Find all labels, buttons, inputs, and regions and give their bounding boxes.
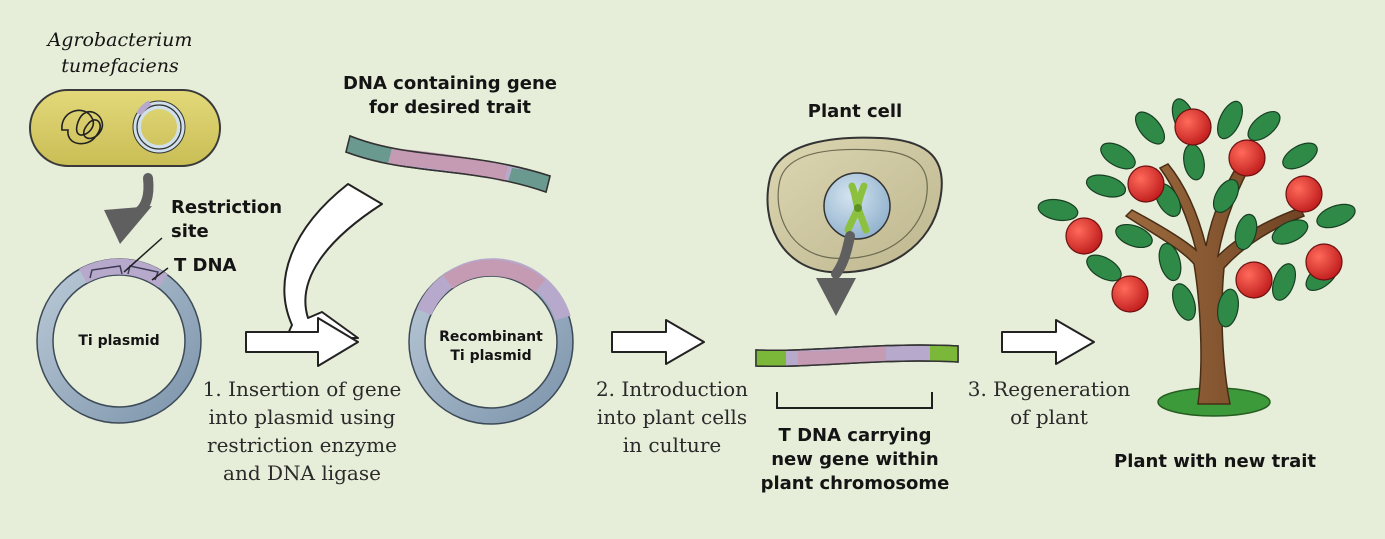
recombinant-plasmid-ring xyxy=(408,258,574,425)
agrobacterium-label: Agrobacterium tumefaciens xyxy=(47,29,193,77)
bracket xyxy=(776,392,933,409)
curved-insert-arrow-icon xyxy=(283,183,383,339)
down-arrow-icon xyxy=(104,173,154,244)
tree-trunk xyxy=(1124,148,1306,405)
dna-gene-label: DNA containing gene for desired trait xyxy=(342,73,558,118)
nucleus-arrow-icon xyxy=(816,231,856,316)
step-1-text: 1. Insertion of gene into plasmid using … xyxy=(202,377,402,485)
bacterial-chromosome-icon xyxy=(61,109,103,145)
leaf-icons xyxy=(1037,98,1356,328)
apple-icons xyxy=(1065,108,1343,313)
step-2-text: 2. Introduction into plant cells in cult… xyxy=(595,377,749,457)
recombinant-plasmid-label: Recombinant Ti plasmid xyxy=(439,329,543,364)
gene-dna-strip xyxy=(345,134,551,193)
step-3-text: 3. Regeneration of plant xyxy=(967,377,1131,429)
t-dna-pointer xyxy=(151,267,169,281)
plant-new-trait-label: Plant with new trait xyxy=(1114,451,1316,472)
restriction-site-pointer xyxy=(123,237,163,273)
restriction-site-label: Restriction site xyxy=(171,197,283,242)
step-arrow-2-icon xyxy=(611,319,705,365)
plant-chromosome-strip xyxy=(755,344,959,409)
t-dna-carrying-label: T DNA carrying new gene within plant chr… xyxy=(760,425,950,494)
ti-plasmid-ring xyxy=(36,237,202,424)
step-arrow-1-icon xyxy=(245,317,359,367)
bacterium xyxy=(29,89,221,167)
ti-plasmid-label: Ti plasmid xyxy=(78,333,160,349)
plant-cell xyxy=(766,136,943,274)
chromosome-icon xyxy=(844,182,870,234)
step-arrow-3-icon xyxy=(1001,319,1095,365)
t-dna-label: T DNA xyxy=(174,255,237,276)
plant-cell-label: Plant cell xyxy=(807,101,903,122)
apple-tree xyxy=(1037,98,1356,417)
